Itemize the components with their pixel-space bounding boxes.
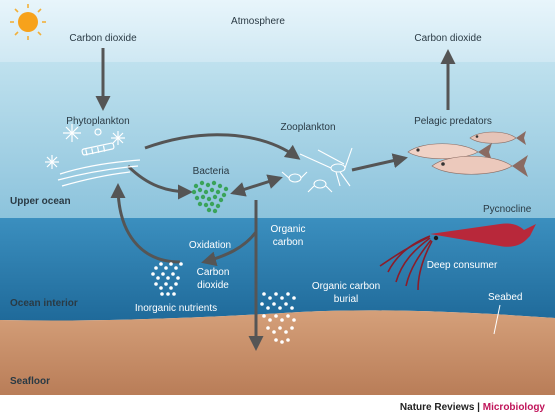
sun-icon <box>10 4 46 40</box>
co2-interior-label-line2: dioxide <box>197 280 229 291</box>
deep-consumer-squid-illustration <box>379 223 536 291</box>
co2-out-label: Carbon dioxide <box>414 33 482 44</box>
seabed-pointer <box>493 304 501 335</box>
arrow-zooplankton-to-predators <box>351 153 408 172</box>
seafloor-label: Seafloor <box>10 376 50 387</box>
burial-particles <box>260 292 296 344</box>
credit-strip <box>0 395 555 417</box>
co2-in-label: Carbon dioxide <box>69 33 137 44</box>
fish-small <box>469 131 526 145</box>
arrow-bacteria-zooplankton <box>230 174 283 197</box>
zooplankton-label: Zooplankton <box>280 122 335 133</box>
organic-carbon-burial-label-line1: Organic carbon <box>312 281 380 292</box>
credit-line: Nature Reviews | Microbiology <box>400 402 546 413</box>
pelagic-predators-illustration <box>407 131 528 177</box>
flow-arrows <box>95 48 456 351</box>
arrow-organic-carbon-to-oxidation <box>201 231 258 267</box>
ocean-interior-label: Ocean interior <box>10 298 78 309</box>
credit-separator: | <box>474 402 482 413</box>
phytoplankton-label: Phytoplankton <box>66 116 129 127</box>
bacteria-cluster <box>191 180 229 214</box>
organic-carbon-label-line1: Organic <box>270 224 305 235</box>
atmosphere-label: Atmosphere <box>231 16 285 27</box>
seabed-label: Seabed <box>488 292 522 303</box>
oxidation-label: Oxidation <box>189 240 231 251</box>
pycnocline-label: Pycnocline <box>483 204 532 215</box>
upper-ocean-label: Upper ocean <box>10 196 71 207</box>
bacteria-label: Bacteria <box>193 166 230 177</box>
arrow-phyto-to-zooplankton <box>144 133 301 160</box>
credit-journal: Nature Reviews <box>400 402 475 413</box>
credit-section: Microbiology <box>483 402 546 413</box>
atmosphere-band <box>0 0 555 62</box>
arrow-nutrients-to-phyto <box>110 183 181 264</box>
upper-ocean-band <box>0 62 555 218</box>
seafloor-band <box>0 310 555 395</box>
fish-medium <box>407 143 492 161</box>
nutrient-particles <box>151 262 183 296</box>
arrow-phyto-to-bacteria <box>126 164 193 200</box>
zooplankton-illustration <box>281 147 353 193</box>
co2-interior-label-line1: Carbon <box>197 267 230 278</box>
organic-carbon-burial-label-line2: burial <box>334 294 358 305</box>
phytoplankton-illustration <box>45 124 141 187</box>
fish-large <box>431 155 528 177</box>
organic-carbon-label-line2: carbon <box>273 237 304 248</box>
inorganic-nutrients-label: Inorganic nutrients <box>135 303 217 314</box>
deep-consumer-label: Deep consumer <box>427 260 498 271</box>
pelagic-predators-label: Pelagic predators <box>414 116 492 127</box>
